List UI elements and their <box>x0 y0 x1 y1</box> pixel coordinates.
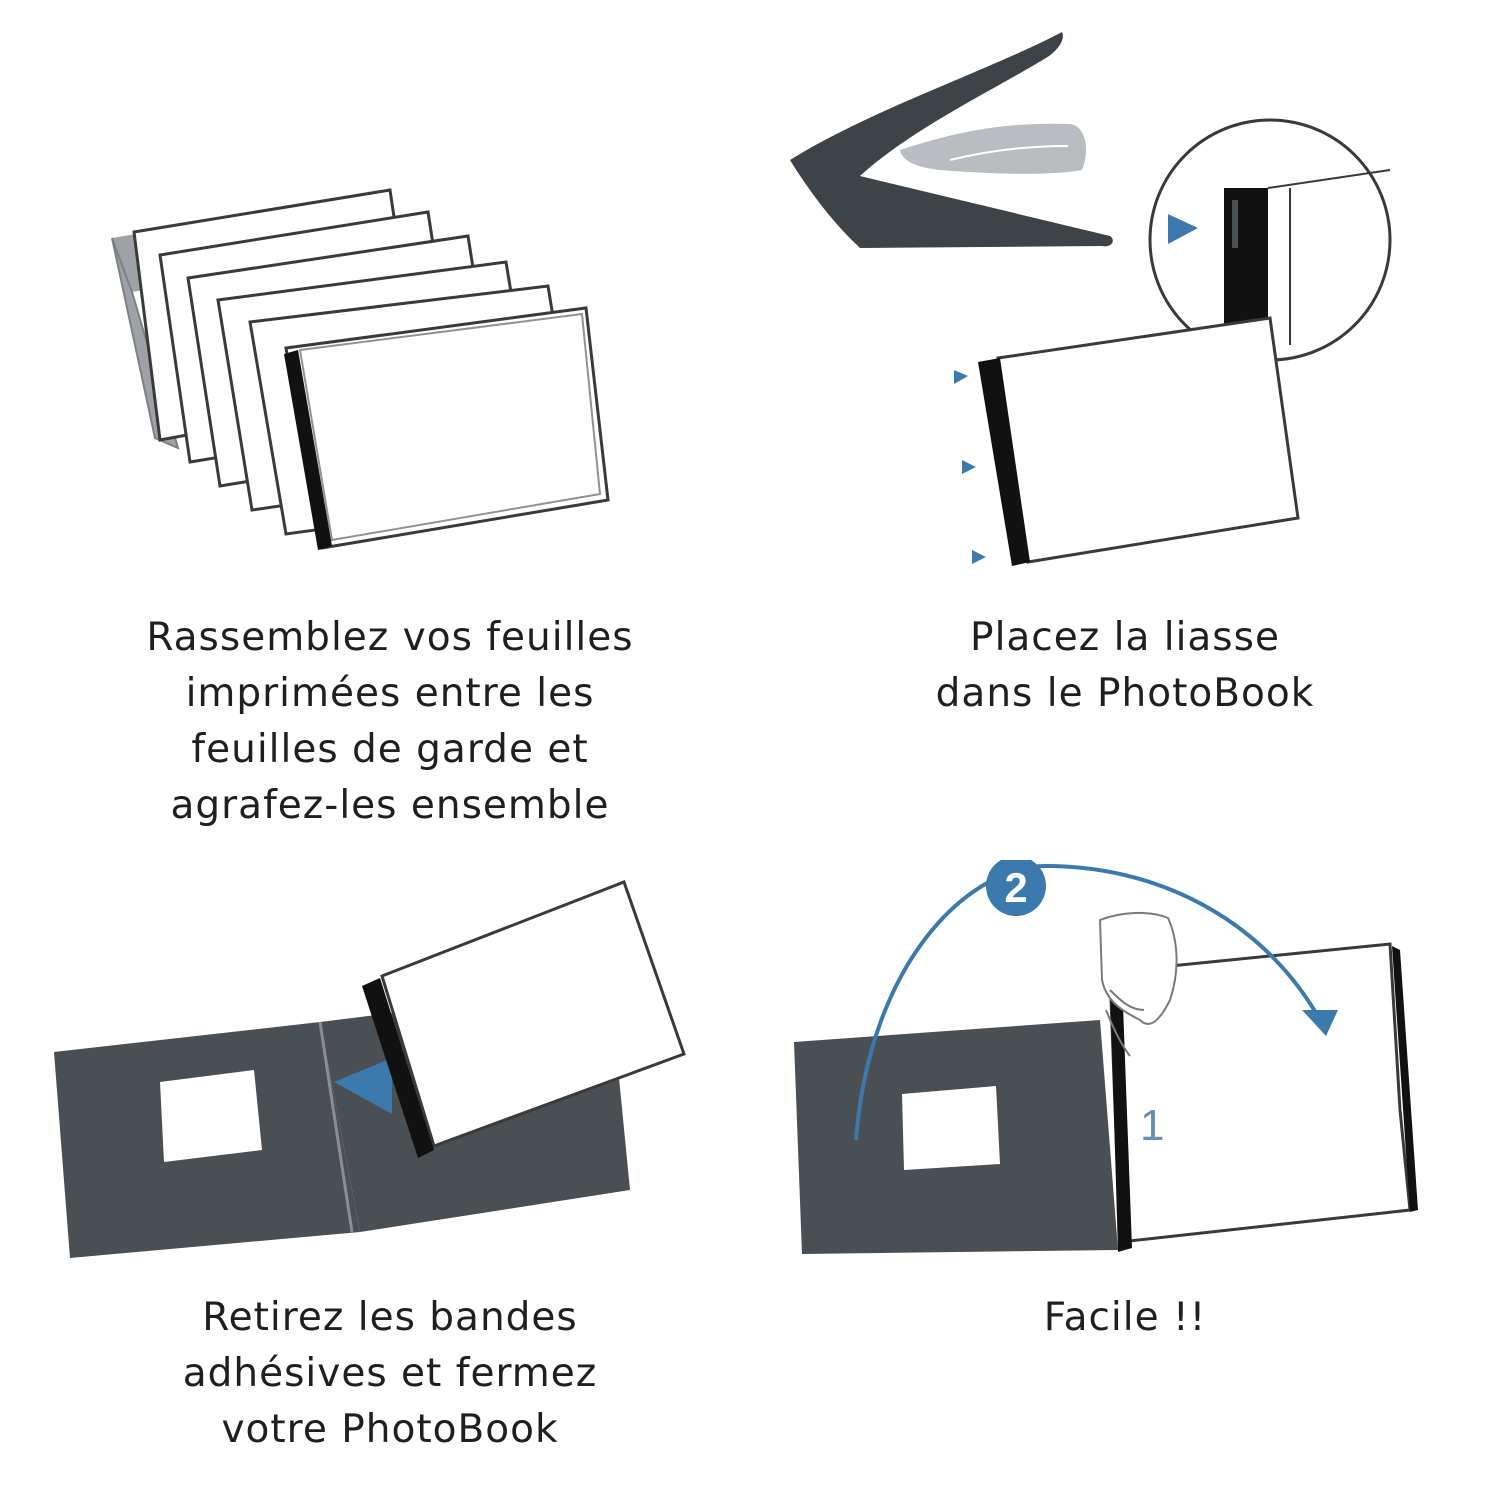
caption-line: dans le PhotoBook <box>935 671 1315 716</box>
insert-arrow-icon <box>972 550 986 564</box>
front-endpaper-inner <box>298 312 602 542</box>
black-spine-strip <box>362 978 434 1158</box>
insert-arrow-icon <box>962 460 976 474</box>
step-1-panel: Rassemblez vos feuilles imprimées entre … <box>0 0 750 860</box>
caption-line: Rassemblez vos feuilles <box>146 615 634 660</box>
cover-window <box>160 1070 262 1162</box>
remove-strip-arrow-icon <box>334 1058 392 1114</box>
hand-icon <box>1098 911 1178 1057</box>
step-3-panel: Retirez les bandes adhésives et fermez v… <box>0 860 750 1500</box>
insert-arrow-icon <box>954 370 968 384</box>
caption-line: agrafez-les ensemble <box>170 783 610 828</box>
open-cover-illustration <box>54 880 686 1258</box>
caption-line: Placez la liasse <box>970 615 1280 660</box>
front-endpaper <box>284 306 610 550</box>
step-4-panel: 1 2 Facile !! <box>750 860 1500 1500</box>
step-2-caption: Placez la liasse dans le PhotoBook <box>790 610 1460 722</box>
stacked-sheets-illustration <box>111 188 610 550</box>
stapler-icon <box>790 32 1113 248</box>
step-badge-number: 2 <box>1004 864 1027 911</box>
sheets-block <box>380 880 686 1148</box>
turn-arrow-icon <box>1302 1010 1338 1036</box>
caption-line: feuilles de garde et <box>191 727 589 772</box>
caption-line: votre PhotoBook <box>221 1407 559 1452</box>
caption-line: Facile !! <box>1043 1295 1207 1340</box>
close-book-illustration: 1 2 <box>794 860 1418 1254</box>
cover-window <box>902 1086 1000 1170</box>
page-number-label: 1 <box>1140 1101 1164 1150</box>
step-2-panel: Placez la liasse dans le PhotoBook <box>750 0 1500 860</box>
turn-arrow-path <box>854 863 1322 1141</box>
step-1-caption: Rassemblez vos feuilles imprimées entre … <box>60 610 720 834</box>
black-spine-strip <box>284 350 332 550</box>
caption-line: imprimées entre les <box>185 671 595 716</box>
caption-line: Retirez les bandes <box>202 1295 578 1340</box>
caption-line: adhésives et fermez <box>182 1351 598 1396</box>
stapler-and-book-illustration <box>790 32 1392 566</box>
step-3-caption: Retirez les bandes adhésives et fermez v… <box>60 1290 720 1458</box>
step-badge-icon <box>986 860 1046 916</box>
magnifier-arrow-icon <box>1168 214 1198 244</box>
step-4-caption: Facile !! <box>790 1290 1460 1346</box>
sheets-block <box>978 316 1300 566</box>
